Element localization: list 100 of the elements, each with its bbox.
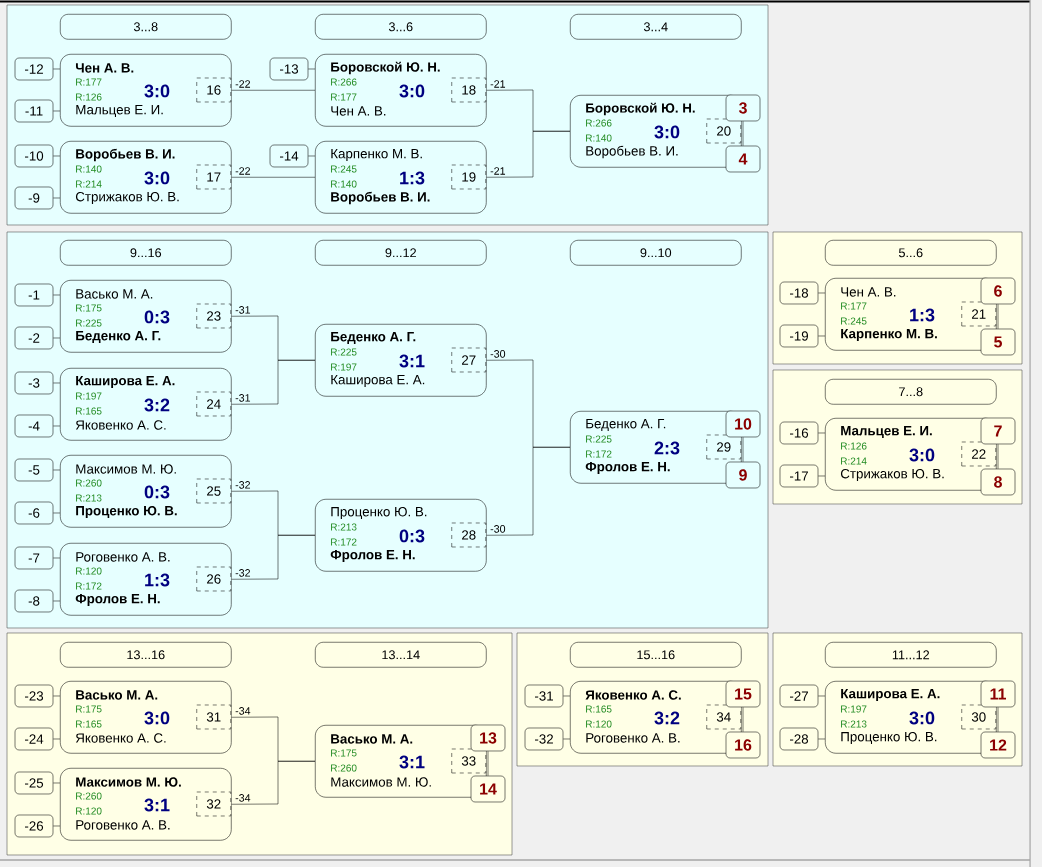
match-number-box: 31 xyxy=(196,704,231,730)
match-number-box: 25 xyxy=(196,478,231,504)
source-box: -17 xyxy=(779,464,819,488)
edge-label: -32 xyxy=(233,567,252,578)
source-box: -14 xyxy=(269,144,309,168)
rating: R:245 xyxy=(841,317,867,325)
score: 3:2 xyxy=(654,711,680,725)
rating: R:175 xyxy=(331,749,357,757)
round-header: 13...14 xyxy=(315,642,487,668)
place-box: 11 xyxy=(980,680,1016,708)
connector-line xyxy=(563,695,571,697)
player-name: Беденко А. Г. xyxy=(331,332,416,344)
rating: R:197 xyxy=(76,392,102,400)
connector-line xyxy=(53,738,61,740)
rating: R:213 xyxy=(76,494,102,502)
rating: R:165 xyxy=(586,705,612,713)
match-number-box: 16 xyxy=(196,77,231,103)
connector-line xyxy=(53,68,61,70)
rating: R:120 xyxy=(76,807,102,815)
connector-line xyxy=(818,738,826,740)
place-box: 3 xyxy=(725,94,761,122)
round-header: 9...10 xyxy=(570,240,742,266)
score: 2:3 xyxy=(654,441,680,455)
round-header: 3...6 xyxy=(315,14,487,40)
match-number-box: 23 xyxy=(196,303,231,329)
player-name: Яковенко А. С. xyxy=(75,420,166,430)
score: 0:3 xyxy=(399,529,425,543)
score: 3:0 xyxy=(654,125,680,139)
score: 3:0 xyxy=(909,711,935,725)
match-number-box: 29 xyxy=(706,434,741,460)
source-box: -1 xyxy=(14,283,54,307)
rating: R:266 xyxy=(586,119,612,127)
player-name: Воробьев В. И. xyxy=(586,145,678,159)
rating: R:225 xyxy=(586,435,612,443)
connector-line xyxy=(53,425,61,427)
source-box: -8 xyxy=(14,589,54,613)
player-name: Проценко Ю. В. xyxy=(76,505,177,519)
source-box: -18 xyxy=(779,281,819,305)
place-box: 8 xyxy=(980,468,1016,496)
source-box: -2 xyxy=(14,326,54,350)
rating: R:165 xyxy=(76,407,102,415)
match-number-box: 18 xyxy=(451,77,486,103)
rating: R:126 xyxy=(76,93,102,101)
player-name: Яковенко А. С. xyxy=(585,690,681,700)
player-name: Воробьев В. И. xyxy=(331,191,430,205)
player-name: Васько М. А. xyxy=(331,734,413,744)
rating: R:126 xyxy=(841,442,867,450)
place-box: 7 xyxy=(980,417,1016,445)
edge-label: -21 xyxy=(488,78,507,89)
rating: R:165 xyxy=(76,720,102,728)
rating: R:172 xyxy=(586,450,612,458)
player-name: Проценко Ю. В. xyxy=(331,506,427,520)
connector-line xyxy=(53,600,61,602)
player-name: Чен А. В. xyxy=(841,287,896,297)
connector-line xyxy=(53,294,61,296)
player-name: Карпенко М. В. xyxy=(331,149,422,161)
match-number-box: 22 xyxy=(961,441,996,467)
place-box: 5 xyxy=(980,328,1016,356)
connector-line xyxy=(53,825,61,827)
source-box: -26 xyxy=(14,814,54,838)
player-name: Роговенко А. В. xyxy=(76,552,170,562)
connector-line xyxy=(308,155,316,157)
connector-line xyxy=(231,177,316,178)
place-box: 4 xyxy=(725,145,761,173)
match-number-box: 21 xyxy=(961,301,996,327)
player-name: Каширова Е. А. xyxy=(841,689,940,701)
player-name: Карпенко М. В. xyxy=(841,329,937,341)
source-box: -19 xyxy=(779,324,819,348)
source-box: -25 xyxy=(14,771,54,795)
connector-line xyxy=(231,535,316,580)
rating: R:213 xyxy=(331,523,357,531)
rating: R:177 xyxy=(841,302,867,310)
connector-line xyxy=(563,738,571,740)
edge-label: -32 xyxy=(233,479,252,490)
match-number-box: 24 xyxy=(196,391,231,417)
player-name: Каширова Е. А. xyxy=(76,376,175,388)
round-header: 13...16 xyxy=(60,642,232,668)
rating: R:175 xyxy=(76,304,102,312)
rating: R:260 xyxy=(331,764,357,772)
score: 0:3 xyxy=(144,310,170,324)
rating: R:197 xyxy=(331,363,357,371)
player-name: Стрижаков Ю. В. xyxy=(75,191,179,205)
round-header: 3...4 xyxy=(570,14,742,40)
round-header: 7...8 xyxy=(825,379,997,405)
source-box: -11 xyxy=(14,99,54,123)
source-box: -27 xyxy=(779,684,819,708)
source-box: -16 xyxy=(779,421,819,445)
connector-line xyxy=(997,304,999,329)
score: 3:0 xyxy=(144,711,170,725)
player-name: Роговенко А. В. xyxy=(76,820,170,830)
edge-label: -22 xyxy=(233,165,252,176)
match-number-box: 28 xyxy=(451,522,486,548)
player-name: Боровской Ю. Н. xyxy=(331,61,440,75)
round-header: 5...6 xyxy=(825,240,997,266)
connector-line xyxy=(742,707,744,732)
rating: R:260 xyxy=(76,792,102,800)
rating: R:172 xyxy=(76,582,102,590)
round-header: 15...16 xyxy=(570,642,742,668)
source-box: -6 xyxy=(14,501,54,525)
rating: R:225 xyxy=(331,348,357,356)
